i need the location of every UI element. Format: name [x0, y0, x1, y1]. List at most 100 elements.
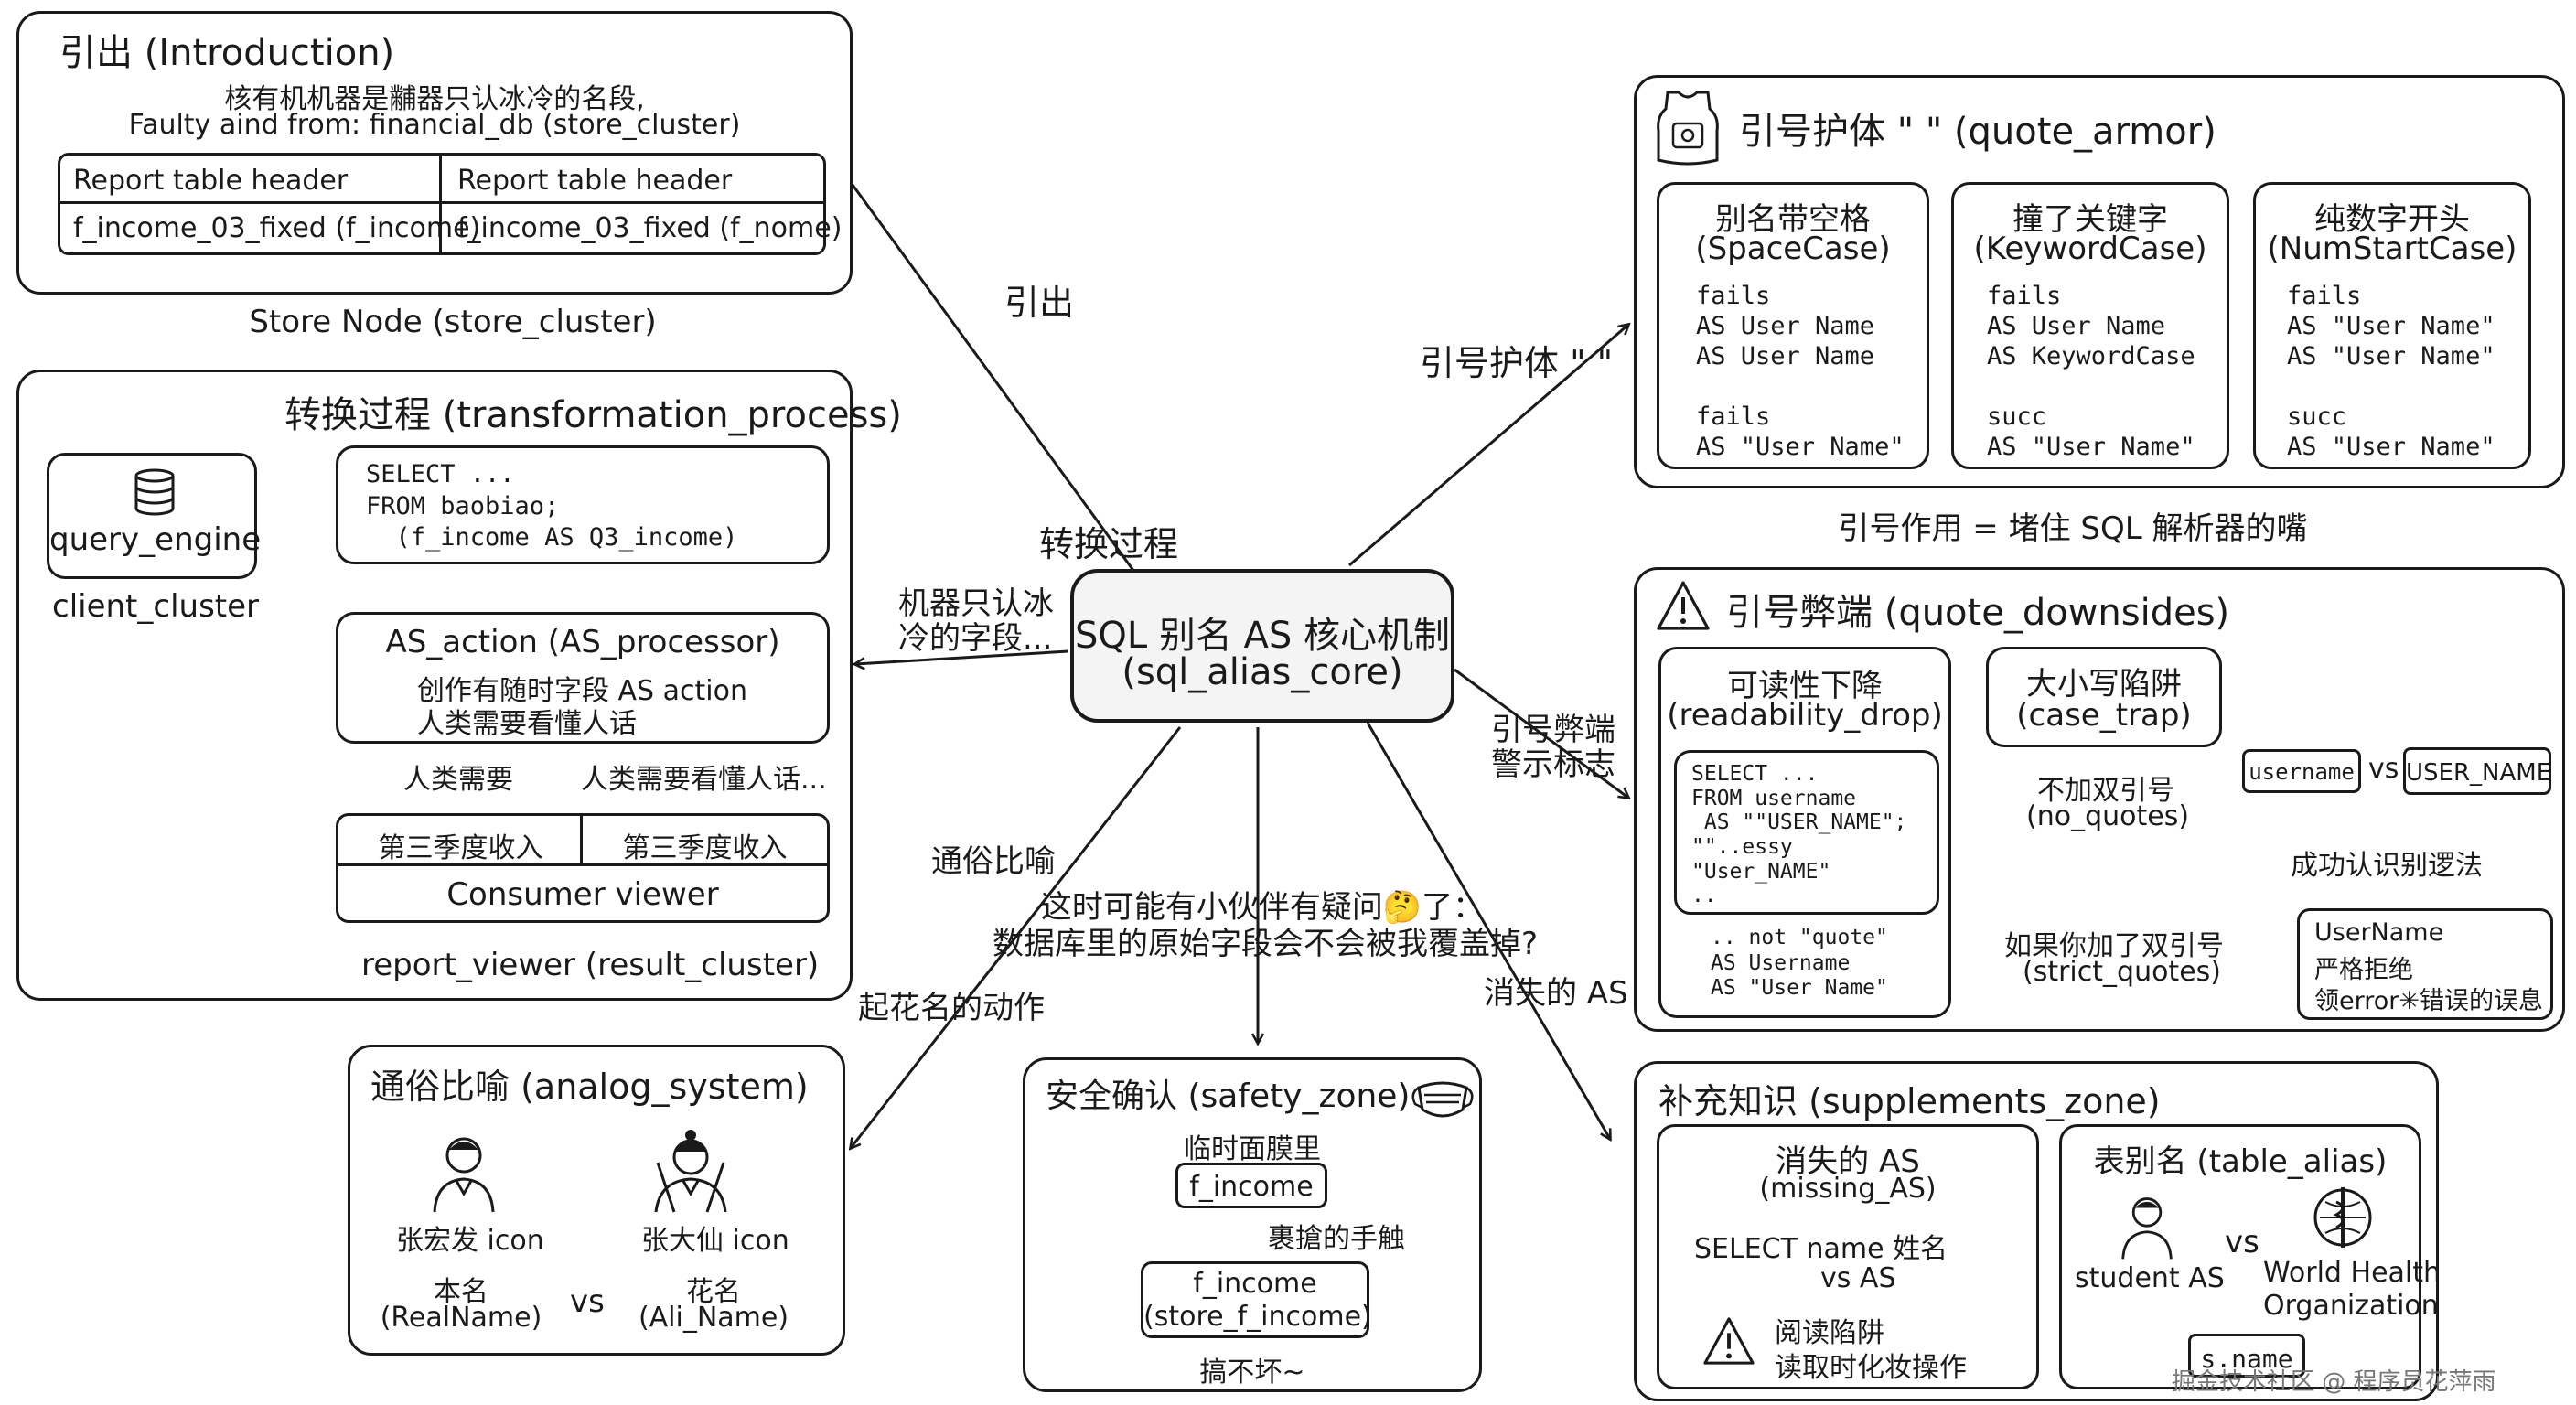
person-plain-icon	[433, 1137, 495, 1213]
user-name-upper-text: USER_NAME	[2406, 759, 2552, 787]
warning-icon	[1657, 581, 1710, 630]
analogy-vs: vs	[570, 1283, 605, 1320]
arrow-to-supplements	[1366, 722, 1610, 1139]
readability-code-inner: SELECT ... FROM username AS ""USER_NAME"…	[1691, 762, 1907, 908]
strict-result-box: UserName 严格拒绝 领error✳错误的误息	[2297, 908, 2553, 1020]
readability-code-box: SELECT ... FROM username AS ""USER_NAME"…	[1674, 750, 1939, 915]
viewer-cell-1: 第三季度收入	[378, 832, 543, 864]
arrow-label-right: 人类需要看懂人话...	[581, 764, 827, 796]
edge-label-question-2: 数据库里的原始字段会不会被我覆盖掉?	[993, 926, 1539, 962]
edge-label-analogy: 通俗比喻	[931, 843, 1056, 880]
arrow-label-left: 人类需要	[403, 764, 513, 796]
edge-label-downsides-1: 引号弊端	[1491, 712, 1615, 748]
arrow-to-downsides	[1454, 668, 1628, 798]
quote-armor-title: 引号护体 " " (quote_armor)	[1739, 111, 2216, 153]
database-icon	[134, 468, 175, 516]
keyword-case-card: 撞了关键字 (KeywordCase) fails AS User Name A…	[1951, 182, 2229, 469]
reading-trap-detail: 读取时化妆操作	[1775, 1352, 1967, 1384]
who-line-1: World Health	[2263, 1257, 2442, 1289]
strict-result-line-2: 严格拒绝	[2314, 956, 2413, 984]
arrow-to-quote-armor	[1348, 325, 1628, 567]
table-alias-title: 表别名 (table_alias)	[2093, 1143, 2388, 1180]
arrow-to-intro	[828, 151, 1136, 573]
analogy-title: 通俗比喻 (analog_system)	[370, 1067, 809, 1107]
intro-table-cell-1: f_income_03_fixed (f_income)	[73, 212, 481, 244]
space-case-subtitle: (SpaceCase)	[1695, 231, 1891, 267]
table-alias-card: 表别名 (table_alias) student AS vs World He…	[2059, 1124, 2441, 1389]
safety-panel: 安全确认 (safety_zone) 临时面膜里 f_income 裹搶的手触 …	[1023, 1057, 1482, 1392]
person1-label: 张宏发 icon	[396, 1225, 544, 1257]
numstart-case-title: 纯数字开头	[2314, 201, 2470, 238]
numstart-case-code: fails AS "User Name" AS "User Name" succ…	[2287, 282, 2496, 461]
username-text: username	[2249, 759, 2355, 785]
keyword-case-title: 撞了关键字	[2012, 201, 2168, 238]
ali-name-1: 花名	[686, 1276, 741, 1308]
strict-quotes-label: 如果你加了双引号	[2004, 930, 2224, 962]
edge-label-machine-1: 机器只认冰	[898, 585, 1054, 622]
safety-caption-top: 临时面膜里	[1184, 1133, 1321, 1165]
downsides-panel: 引号弊端 (quote_downsides) 可读性下降 (readabilit…	[1634, 567, 2565, 1032]
transform-panel: 转换过程 (transformation_process) query_engi…	[16, 370, 902, 1001]
as-processor-node: AS_action (AS_processor) 创作有随时字段 AS acti…	[336, 612, 830, 744]
reading-trap-title: 阅读陷阱	[1775, 1317, 1884, 1349]
strict-result-line-3: 领error✳错误的误息	[2314, 987, 2543, 1015]
intro-table-header-2: Report table header	[457, 165, 733, 197]
case-trap-card: 大小写陷阱 (case_trap)	[1986, 647, 2222, 747]
intro-title: 引出 (Introduction)	[59, 32, 395, 74]
client-cluster-label: client_cluster	[52, 588, 260, 625]
space-case-title: 别名带空格	[1715, 201, 1871, 238]
missing-as-card: 消失的 AS (missing_AS) SELECT name 姓名 vs AS…	[1657, 1124, 2039, 1389]
person-costume-icon	[654, 1130, 727, 1213]
processor-title: AS_action (AS_processor)	[385, 624, 780, 660]
processor-line-2: 人类需要看懂人话	[417, 708, 637, 740]
student-label: student AS	[2075, 1262, 2225, 1294]
edge-label-transform: 转换过程	[1039, 524, 1179, 564]
armor-vest-icon	[1657, 91, 1719, 166]
edge-label-intro: 引出	[1004, 283, 1075, 323]
processor-line-1: 创作有随时字段 AS action	[417, 675, 747, 707]
username-box: username	[2242, 749, 2361, 793]
safety-field: f_income	[1189, 1171, 1314, 1203]
real-name-2: (RealName)	[380, 1302, 542, 1334]
core-subtitle: (sql_alias_core)	[1122, 651, 1403, 693]
store-field: f_income	[1193, 1268, 1317, 1300]
intro-caption: Store Node (store_cluster)	[249, 304, 657, 340]
numstart-case-subtitle: (NumStartCase)	[2267, 231, 2517, 267]
transform-title: 转换过程 (transformation_process)	[284, 394, 902, 436]
success-label: 成功认识别逻法	[2291, 850, 2483, 882]
edge-label-missing-as: 消失的 AS	[1484, 975, 1628, 1012]
sname-box: s.name	[2188, 1334, 2305, 1378]
safety-caption-bottom: 搞不坏~	[1199, 1357, 1305, 1389]
no-quotes-label: 不加双引号	[2037, 775, 2174, 807]
who-line-2: Organization	[2263, 1290, 2439, 1322]
missing-as-vs: vs AS	[1820, 1262, 1896, 1294]
supplements-title: 补充知识 (supplements_zone)	[1658, 1081, 2161, 1121]
space-case-code: fails AS User Name AS User Name fails AS…	[1696, 282, 1905, 461]
edge-label-naming: 起花名的动作	[858, 990, 1045, 1026]
intro-table: Report table header Report table header …	[58, 153, 842, 255]
core-title: SQL 别名 AS 核心机制	[1074, 615, 1451, 657]
real-name-1: 本名	[434, 1276, 488, 1308]
readability-subtitle: (readability_drop)	[1667, 697, 1943, 734]
sql-code: SELECT ... FROM baobiao; (f_income AS Q3…	[366, 460, 738, 552]
ali-name-2: (Ali_Name)	[638, 1302, 789, 1334]
person2-label: 张大仙 icon	[641, 1225, 789, 1257]
edge-label-question-1: 这时可能有小伙伴有疑问🤔了：	[1040, 889, 1485, 926]
arrow-to-analogy	[851, 726, 1182, 1148]
core-node: SQL 别名 AS 核心机制 (sql_alias_core)	[1070, 569, 1454, 723]
intro-table-header-1: Report table header	[73, 165, 349, 197]
intro-table-cell-2: f_income_03_fixed (f_nome)	[457, 212, 843, 244]
safety-store-box: f_income (store_f_income)	[1141, 1261, 1372, 1338]
intro-panel: 引出 (Introduction) 核有机机器是黼器只认冰冷的名段, Fault…	[16, 11, 853, 295]
case-trap-title: 大小写陷阱	[2026, 666, 2182, 702]
quote-armor-caption: 引号作用 = 堵住 SQL 解析器的嘴	[1838, 510, 2308, 547]
readability-code-outer: .. not "quote" AS Username AS "User Name…	[1711, 926, 1888, 1001]
watermark: 掘金技术社区 @ 程序员花萍雨	[2172, 1368, 2496, 1396]
safety-field-box: f_income	[1175, 1163, 1327, 1208]
intro-line-2: Faulty aind from: financial_db (store_cl…	[128, 109, 741, 141]
sql-node: SELECT ... FROM baobiao; (f_income AS Q3…	[336, 445, 830, 564]
downsides-vs: vs	[2368, 753, 2399, 785]
intro-line-1: 核有机机器是黼器只认冰冷的名段,	[224, 83, 645, 115]
readability-card: 可读性下降 (readability_drop) SELECT ... FROM…	[1658, 647, 1951, 1018]
